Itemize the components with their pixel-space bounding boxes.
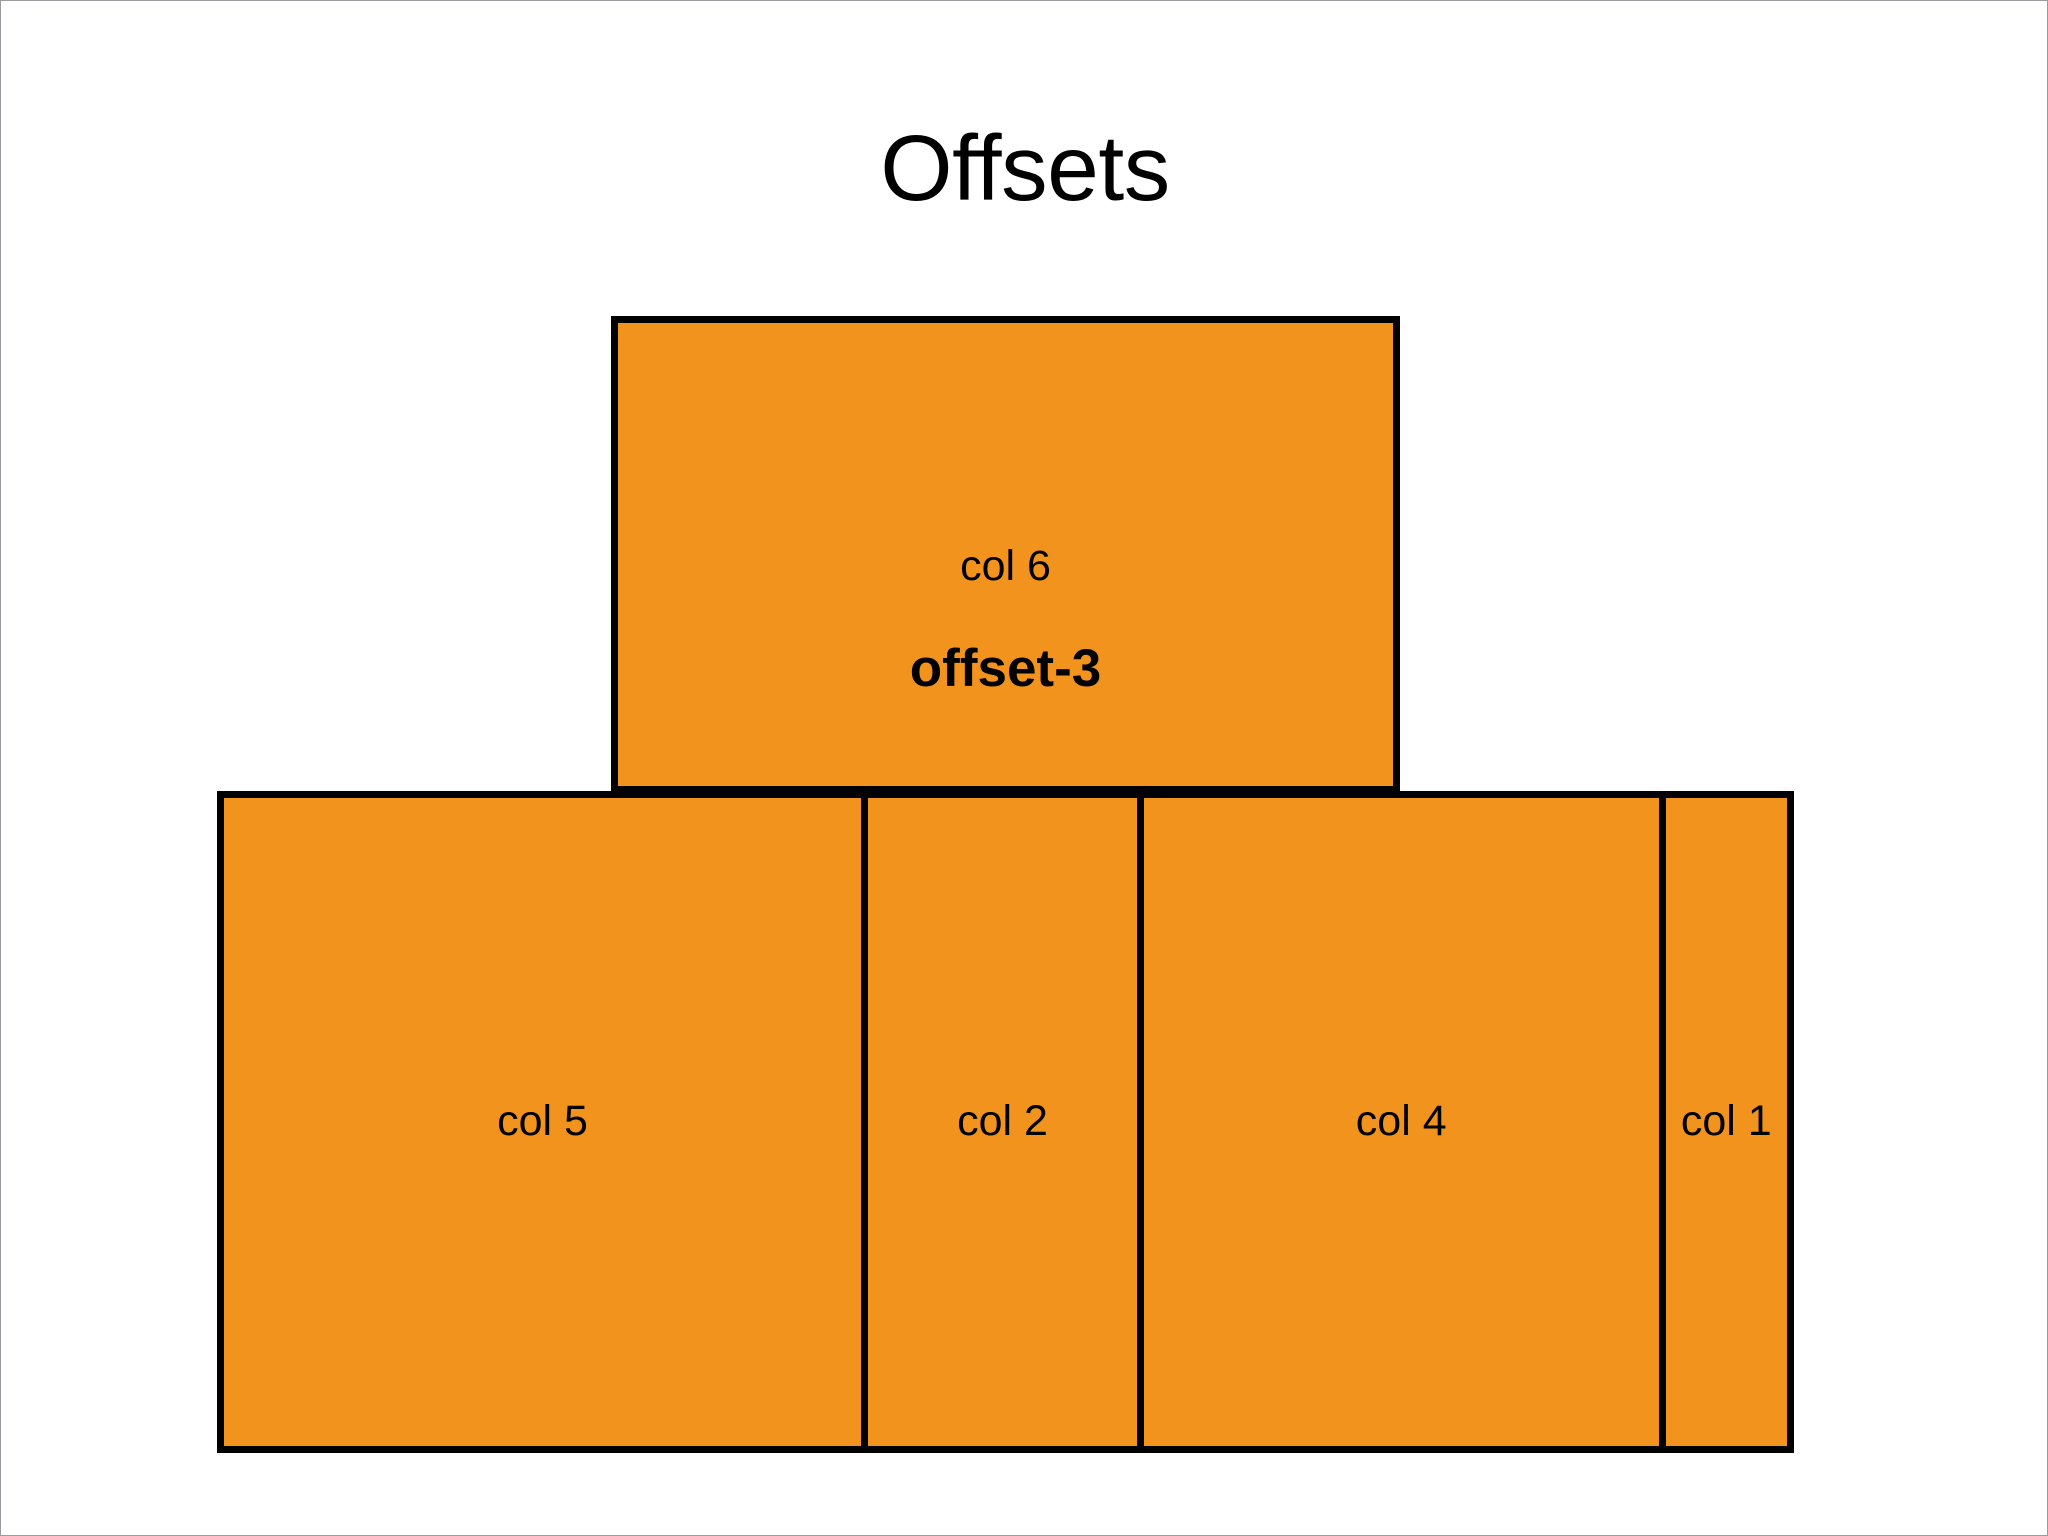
grid-cell-col4-label: col 4 (1355, 1097, 1447, 1146)
grid-cell-col5-label: col 5 (497, 1097, 588, 1146)
grid-trailing-spacer (1400, 316, 1794, 793)
grid-cell-col1[interactable]: col 1 (1658, 791, 1794, 1453)
grid-cell-col6[interactable]: col 6 offset-3 (611, 316, 1400, 793)
grid-cell-col5[interactable]: col 5 (217, 791, 869, 1453)
grid-cell-col6-label: col 6 (960, 542, 1051, 590)
grid-offset-spacer (217, 316, 611, 793)
grid-cell-col2[interactable]: col 2 (861, 791, 1144, 1453)
grid-cell-col6-offset-label: offset-3 (909, 638, 1102, 698)
page-title: Offsets (880, 116, 1170, 221)
grid-row-main: col 5 col 2 col 4 col 1 (217, 791, 1794, 1453)
grid-row-offset: col 6 offset-3 (217, 316, 1794, 793)
grid-cell-col4[interactable]: col 4 (1136, 791, 1666, 1453)
grid-demo: col 6 offset-3 col 5 col 2 col 4 col 1 (217, 316, 1794, 1453)
grid-cell-col2-label: col 2 (957, 1097, 1048, 1146)
grid-cell-col1-label: col 1 (1680, 1097, 1772, 1146)
